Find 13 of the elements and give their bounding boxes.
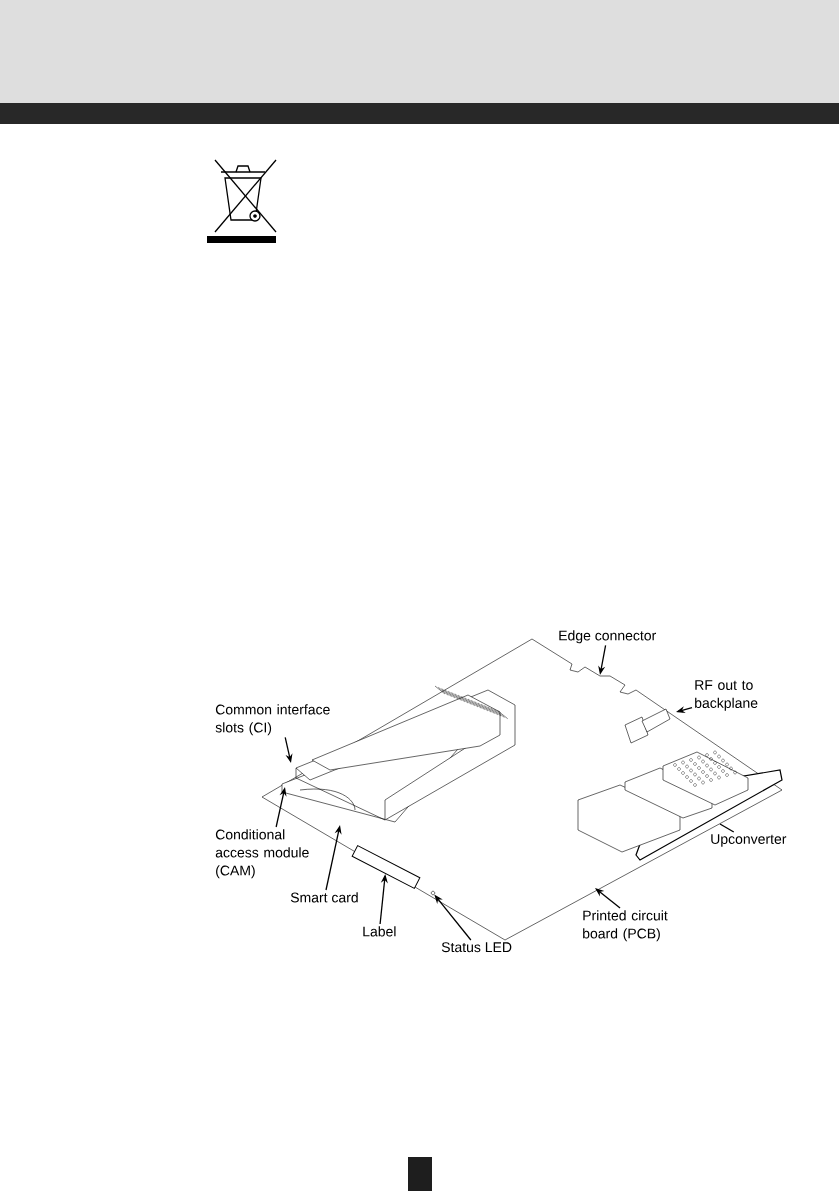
part-label: Upconverter [711, 834, 787, 847]
part-label: Label [363, 926, 396, 937]
leader-arrow [595, 888, 621, 909]
part-label: Common interface slots (CI) [215, 704, 330, 736]
part-label: Smart card [290, 892, 358, 903]
part-label: Edge connector [559, 630, 656, 644]
part-label: Conditional access module (CAM) [215, 829, 309, 879]
label-plate [351, 845, 421, 889]
part-label: RF out to backplane [695, 680, 758, 711]
status-led [430, 890, 436, 896]
part-label: Status LED [441, 942, 512, 953]
leader-line [719, 823, 735, 833]
part-label: Printed circuit board (PCB) [583, 910, 668, 942]
